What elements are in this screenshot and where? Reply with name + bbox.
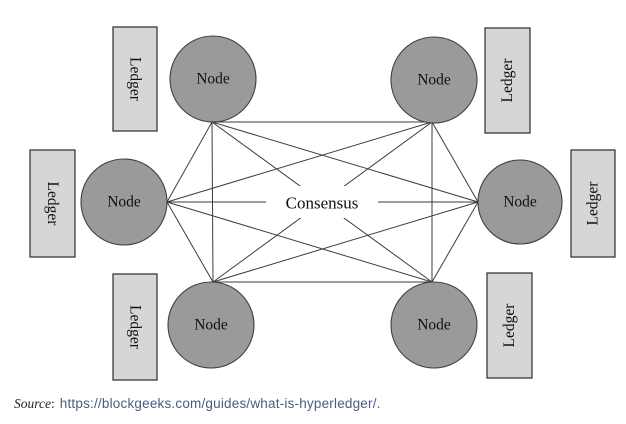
ledger-top-right-box: [484, 27, 531, 134]
ledger-top-right-label: Ledger: [499, 58, 516, 103]
node-label-bottom-right: Node: [417, 317, 451, 334]
ledger-bottom-right-box: [486, 272, 533, 379]
edge-line: [166, 201, 433, 283]
node-circle-top-right: [390, 36, 478, 124]
node-label-top-left: Node: [196, 71, 230, 88]
node-label-bottom-left: Node: [194, 317, 228, 334]
source-prefix-label: Source: [14, 396, 51, 411]
node-label-middle-right: Node: [503, 194, 537, 211]
ledger-top-left-label: Ledger: [127, 57, 144, 102]
consensus-label: Consensus: [286, 194, 359, 213]
ledger-top-left-box: [112, 26, 158, 132]
edge-line: [166, 121, 213, 203]
node-circle-bottom-right: [390, 281, 478, 369]
consensus-mask: [266, 186, 378, 218]
ledger-bottom-left-box: [112, 273, 158, 381]
ledger-middle-left-box: [29, 149, 76, 258]
ledger-bottom-right-label: Ledger: [501, 303, 518, 348]
node-circle-bottom-left: [167, 281, 255, 369]
source-caption: Source: https://blockgeeks.com/guides/wha…: [14, 396, 381, 412]
node-label-top-right: Node: [417, 72, 451, 89]
node-circle-top-left: [169, 35, 257, 123]
node-circle-middle-left: [80, 158, 168, 246]
ledger-middle-right-box: [570, 149, 616, 258]
source-url-text[interactable]: https://blockgeeks.com/guides/what-is-hy…: [59, 396, 381, 411]
source-separator: :: [51, 396, 55, 411]
node-circle-middle-right: [477, 159, 563, 245]
edge-line: [212, 201, 479, 283]
edge-line: [166, 201, 214, 283]
edge-line: [431, 201, 479, 283]
edge-line: [431, 121, 479, 203]
edge-line: [166, 121, 433, 203]
ledger-middle-right-label: Ledger: [585, 181, 602, 226]
edge-line: [211, 121, 479, 203]
node-label-middle-left: Node: [107, 194, 141, 211]
ledger-middle-left-label: Ledger: [44, 182, 61, 227]
ledger-bottom-left-label: Ledger: [127, 305, 144, 350]
